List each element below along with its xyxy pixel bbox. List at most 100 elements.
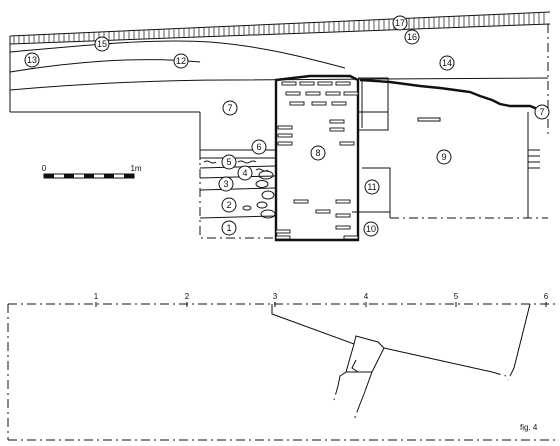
brick <box>299 81 315 86</box>
wall-bricks <box>275 81 359 240</box>
label-text: 3 <box>223 179 228 189</box>
label-text: 7 <box>539 107 544 117</box>
brick <box>335 199 351 204</box>
label-text: 12 <box>176 56 186 66</box>
label-layer-1: 1 <box>221 220 237 236</box>
surface-line-top <box>9 11 551 37</box>
label-text: 8 <box>315 148 320 158</box>
label-text: 15 <box>97 39 107 49</box>
label-text: 10 <box>366 224 376 234</box>
brick <box>335 213 351 218</box>
label-circle <box>173 53 189 69</box>
brick <box>331 101 347 106</box>
label-circle <box>439 55 455 71</box>
label-layer-16: 16 <box>404 29 420 45</box>
label-layer-4: 4 <box>237 165 253 181</box>
label-circle <box>221 220 237 236</box>
brick <box>315 209 331 214</box>
plan-drawing: 1 2 3 4 5 6 <box>7 292 556 441</box>
brick <box>281 81 297 86</box>
label-layer-15: 15 <box>94 36 110 52</box>
brick <box>339 141 355 146</box>
stones <box>242 170 276 219</box>
label-circle <box>221 197 237 213</box>
label-circle <box>218 176 234 192</box>
section-base-dashed-left <box>199 112 275 239</box>
label-layer-7-left: 7 <box>222 100 238 116</box>
plan-tick-label: 5 <box>454 292 459 301</box>
label-text: 17 <box>395 18 405 28</box>
label-text: 7 <box>227 103 232 113</box>
plan-wall-inner <box>337 343 355 387</box>
plan-wall-right-dashed <box>507 367 515 381</box>
plan-wall-outer-dashed <box>491 371 507 377</box>
plan-tick-label: 1 <box>94 292 99 301</box>
label-layer-7-right: 7 <box>534 104 550 120</box>
label-text: 4 <box>242 168 247 178</box>
label-circle <box>222 100 238 116</box>
layer-15-line <box>9 40 346 69</box>
label-layer-6: 6 <box>251 139 267 155</box>
brick <box>329 119 345 124</box>
label-layer-2: 2 <box>221 197 237 213</box>
label-circle <box>363 221 379 237</box>
scale-start-label: 0 <box>42 164 47 173</box>
label-circle <box>94 36 110 52</box>
plan-tick-label: 2 <box>185 292 190 301</box>
brick <box>277 133 293 138</box>
label-layer-9: 9 <box>436 149 452 165</box>
brick <box>305 91 321 96</box>
label-text: 9 <box>441 152 446 162</box>
label-layer-11: 11 <box>364 179 380 195</box>
brick <box>335 225 351 230</box>
label-text: 14 <box>442 58 452 68</box>
plan-wall-inner-2 <box>359 347 385 405</box>
brick <box>311 101 327 106</box>
layer-4-line <box>199 175 276 179</box>
label-layer-12: 12 <box>173 53 189 69</box>
layer-11-box <box>362 167 391 218</box>
brick <box>277 125 293 130</box>
brick <box>285 91 301 96</box>
brick <box>293 199 309 204</box>
brick <box>329 127 345 132</box>
brick <box>275 235 291 240</box>
layer-17-hatching <box>13 12 545 44</box>
label-layer-3: 3 <box>218 176 234 192</box>
layer-12-base <box>9 77 549 91</box>
plan-wall-right <box>513 303 531 369</box>
label-layer-8: 8 <box>310 145 326 161</box>
label-circle <box>404 29 420 45</box>
label-circle <box>237 165 253 181</box>
surface-line-second <box>9 23 551 45</box>
label-circle <box>221 154 237 170</box>
label-text: 2 <box>226 200 231 210</box>
label-text: 13 <box>27 55 37 65</box>
layer-9-brick <box>417 117 441 122</box>
label-circle <box>436 149 452 165</box>
brick <box>335 81 351 86</box>
brick <box>343 235 359 240</box>
pier-outline <box>358 77 389 131</box>
label-circle <box>251 139 267 155</box>
scale-bar: 0 1m <box>42 164 142 179</box>
layer-14-lower-edge <box>359 78 549 115</box>
label-layer-17: 17 <box>392 15 408 31</box>
plan-tick-label: 4 <box>364 292 369 301</box>
plan-tick-label: 6 <box>544 292 549 301</box>
label-layer-14: 14 <box>439 55 455 71</box>
brick <box>289 101 305 106</box>
label-layer-13: 13 <box>24 52 40 68</box>
label-layer-10: 10 <box>363 221 379 237</box>
figure-caption: fig. 4 <box>520 423 538 432</box>
label-circle <box>392 15 408 31</box>
plan-doorway-mark <box>351 359 359 373</box>
label-circle <box>310 145 326 161</box>
plan-tick-label: 3 <box>273 292 278 301</box>
brick <box>325 91 341 96</box>
brick <box>275 229 291 234</box>
layer-9-steps <box>528 149 540 169</box>
brick <box>277 141 293 146</box>
